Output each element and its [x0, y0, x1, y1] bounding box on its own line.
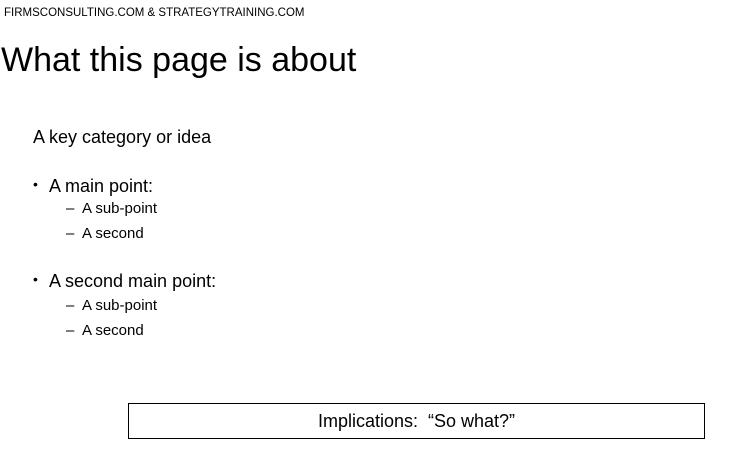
- main-point-2: • A second main point:: [33, 268, 216, 292]
- dash-icon: –: [66, 200, 75, 217]
- main-point-1: • A main point:: [33, 173, 153, 197]
- sub-point-1-2: –A second: [66, 224, 144, 244]
- dash-icon: –: [66, 225, 75, 242]
- dash-icon: –: [66, 297, 75, 314]
- bullet-icon: •: [33, 176, 38, 192]
- sub-point-label: A second: [82, 225, 144, 242]
- sub-point-label: A sub-point: [82, 297, 158, 314]
- header-brand: FIRMSCONSULTING.COM & STRATEGYTRAINING.C…: [4, 7, 305, 19]
- sub-point-label: A second: [82, 322, 144, 339]
- bullet-icon: •: [33, 271, 38, 287]
- main-point-label: A second main point:: [49, 271, 217, 291]
- implications-box: Implications: “So what?”: [128, 403, 705, 439]
- dash-icon: –: [66, 322, 75, 339]
- sub-point-label: A sub-point: [82, 200, 158, 217]
- main-point-label: A main point:: [49, 176, 154, 196]
- page-title: What this page is about: [1, 41, 357, 79]
- category-text: A key category or idea: [33, 127, 212, 147]
- sub-point-2-1: –A sub-point: [66, 296, 157, 316]
- sub-point-2-2: –A second: [66, 321, 144, 341]
- sub-point-1-1: –A sub-point: [66, 199, 157, 219]
